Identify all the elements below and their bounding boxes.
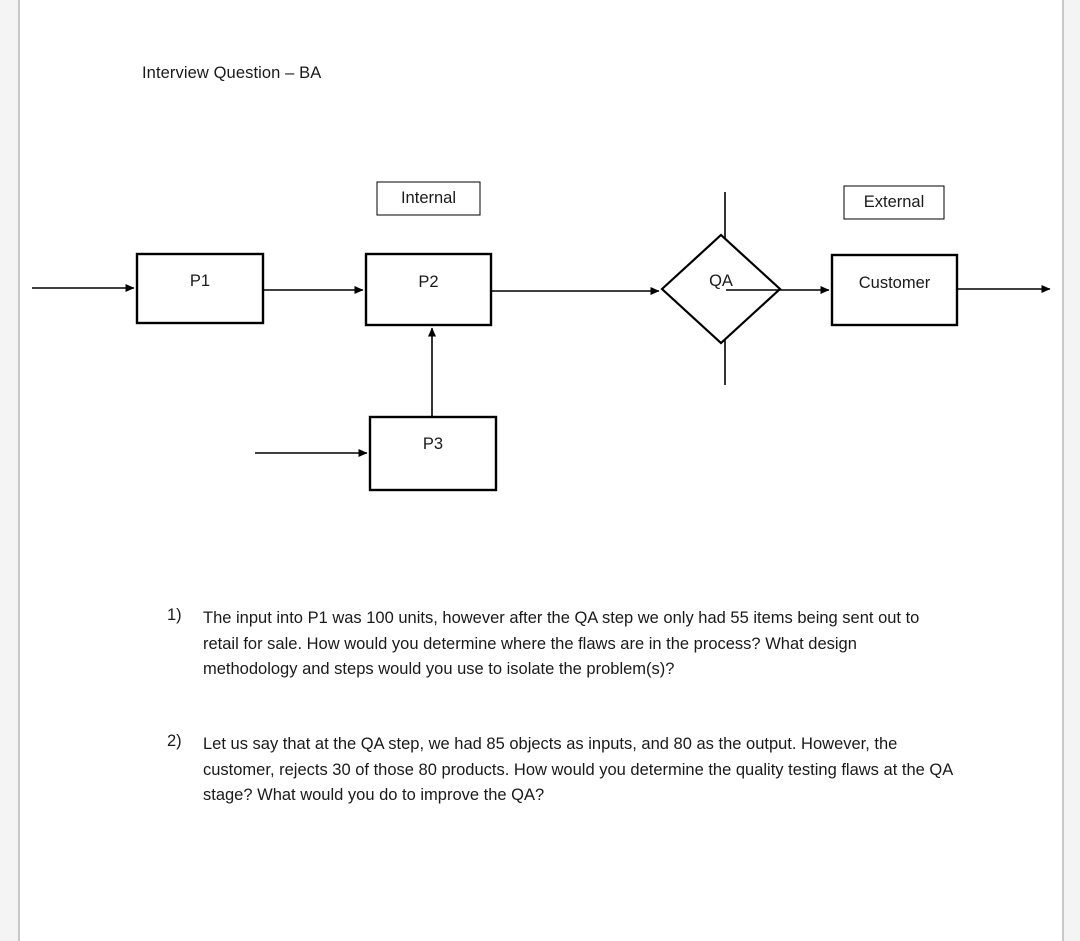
question-number: 1) [167,606,182,624]
question-number: 2) [167,732,182,750]
node-qa-shape[interactable] [660,233,782,345]
node-p2-shape[interactable] [364,252,493,327]
process-flow-diagram: Internal External P1 P2 P3 QA Customer [20,0,1066,560]
question-text: Let us say that at the QA step, we had 8… [203,735,953,804]
question-text: The input into P1 was 100 units, however… [203,609,920,678]
internal-label-box [376,181,481,216]
node-customer-shape[interactable] [830,253,959,327]
page-title: Interview Question – BA [142,64,322,82]
node-p1-shape[interactable] [135,252,265,325]
external-label-box [843,185,945,220]
document-page: Interview Question – BA [18,0,1064,941]
node-p3-shape[interactable] [368,415,498,492]
